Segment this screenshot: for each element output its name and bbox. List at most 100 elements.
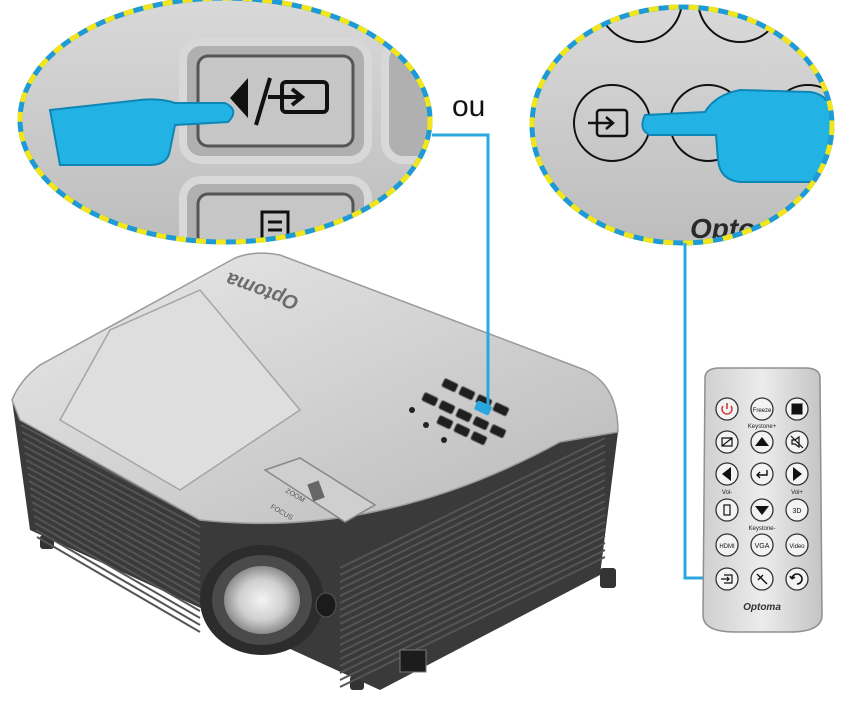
projector-keypad [421,378,510,446]
projector-key[interactable] [453,423,471,438]
vent-slat [339,472,606,604]
resync-icon [789,573,803,585]
vent-slat [339,514,606,646]
remote-button-shape[interactable] [785,567,809,591]
projector-key[interactable] [492,402,510,417]
vent-slat [339,458,606,590]
vent-slat [339,500,606,632]
remote-button[interactable]: Vol- [715,462,739,496]
vent-slat [22,438,201,535]
up-icon [755,437,769,446]
projector-key[interactable] [470,431,488,446]
led-power [441,437,447,443]
vent-slat [31,501,201,598]
image-mode-icon [790,402,803,415]
vent-slat [24,452,201,549]
led-lamp [409,407,415,413]
down-icon [755,506,769,515]
remote-button-label: VGA [755,543,770,550]
remote-button-shape[interactable] [750,533,774,557]
pointing-hand-left [48,98,235,166]
source-icon [721,574,733,584]
remote-button[interactable]: 3D [785,498,809,522]
projector-key[interactable] [436,415,454,430]
vent-slat [339,444,606,576]
blank-screen-icon [721,437,733,447]
vent-slat [339,507,606,639]
remote-button-shape[interactable] [750,462,774,486]
vent-slat [339,465,606,597]
projector-key[interactable] [441,378,459,393]
remote-button[interactable]: Keystone+ [748,424,777,454]
mute-icon [790,435,804,449]
remote-button-shape[interactable] [715,533,739,557]
zoom-inset-projector-keypad [17,0,433,245]
vent-slat [339,521,606,653]
projector-key[interactable] [455,408,473,423]
remote-button-shape[interactable] [750,397,774,421]
remote-button[interactable] [785,430,809,454]
inset-top-button-2 [697,7,783,43]
remote-button[interactable] [715,430,739,454]
vent-slat [32,508,201,605]
vent-slat [339,479,606,611]
remote-button[interactable] [715,567,739,591]
menu-icon [260,210,290,242]
vent-slat [23,445,201,542]
or-label: ou [452,90,486,123]
remote-button[interactable] [750,567,774,591]
menu-icon [723,504,731,516]
remote-button[interactable]: Video [785,533,809,557]
enter-icon [756,470,768,479]
remote-button[interactable]: Vol+ [785,462,809,496]
remote-button-shape[interactable] [715,498,739,522]
vent-slat [339,493,606,625]
vent-slat [34,522,201,619]
projector-key[interactable] [472,416,490,431]
ir-sensor [315,592,337,618]
remote-button[interactable] [785,397,809,421]
rear-port [399,649,427,673]
remote-button[interactable]: Freeze [750,397,774,421]
remote-button[interactable] [715,498,739,522]
vent-slat [36,536,201,633]
remote-button[interactable] [785,567,809,591]
projector: Optoma ZOOM FOCUS [11,252,619,690]
led-temp [423,422,429,428]
vent-slat [30,494,201,591]
remote-button-shape[interactable] [785,498,809,522]
connector-line-keypad [432,133,490,408]
remote-button-caption: Vol- [722,490,732,496]
vent-slat [29,487,201,584]
projector-source-key[interactable] [474,400,493,416]
vent-slat [21,431,201,528]
remote-button[interactable] [750,462,774,486]
vent-slat [339,535,606,667]
source-icon [268,80,329,114]
left-icon [722,467,731,481]
remote-brand: Optoma [743,602,781,613]
remote-button-label: Freeze [753,408,772,414]
vent-slat [339,556,606,688]
projector-key[interactable] [489,424,507,439]
remote-button-label: HDMI [719,544,735,550]
right-icon [793,467,802,481]
vent-slat [339,437,606,569]
vent-slat [339,549,606,681]
slash-divider [254,77,272,126]
remote-button[interactable]: Keystone- [748,498,776,532]
remote-button[interactable] [715,397,739,421]
vent-slat [339,528,606,660]
lamp-cover [58,289,302,491]
remote-button[interactable]: HDMI [715,533,739,557]
projector-key[interactable] [458,386,476,401]
foot-right [600,568,616,588]
remote-button[interactable]: VGA [750,533,774,557]
zoom-lever[interactable] [307,480,325,502]
zoom-inset-remote: Opto [529,4,835,246]
projector-key[interactable] [438,400,456,415]
remote-button-shape[interactable] [785,533,809,557]
projector-key[interactable] [421,392,439,407]
